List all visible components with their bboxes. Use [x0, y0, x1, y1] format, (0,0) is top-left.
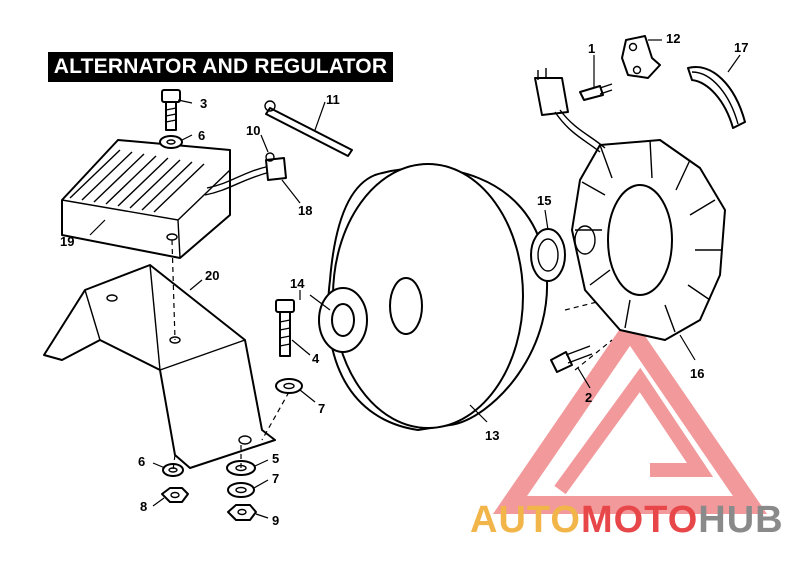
screw-2: [550, 345, 593, 373]
alignment-line-regulator: [171, 239, 176, 341]
callout-1: 1: [588, 41, 595, 56]
watermark-hub: HUB: [698, 499, 784, 541]
washer-15: [530, 228, 566, 282]
callout-17: 17: [734, 40, 748, 55]
watermark-logo: [492, 314, 768, 514]
callout-14: 14: [290, 276, 305, 291]
regulator-wire-18: [204, 152, 287, 196]
lock-washer-7-lower: [227, 482, 255, 498]
cable-tie-11: [264, 100, 353, 157]
alignment-line-stator: [564, 299, 613, 371]
callout-6-top: 6: [198, 128, 205, 143]
leader-lines: [89, 39, 741, 519]
callout-20: 20: [205, 268, 219, 283]
watermark-auto: AUTO: [470, 499, 581, 541]
callout-13: 13: [485, 428, 499, 443]
callout-6-lower: 6: [138, 454, 145, 469]
rotor-13: [327, 163, 548, 431]
callout-2: 2: [585, 390, 592, 405]
callout-5: 5: [272, 451, 279, 466]
stator-16: [571, 139, 726, 341]
diagram-title: ALTERNATOR AND REGULATOR: [48, 52, 393, 82]
regulator-19: [61, 139, 231, 259]
cover-17: [687, 66, 746, 129]
callout-4: 4: [312, 351, 320, 366]
spacer-14: [318, 287, 368, 353]
callout-18: 18: [298, 203, 312, 218]
washer-6-lower: [162, 463, 184, 477]
callout-7-lower: 7: [272, 471, 279, 486]
lock-washer-7-upper: [275, 378, 303, 394]
callout-7-upper: 7: [318, 401, 325, 416]
alignment-line-bolt: [261, 391, 290, 441]
clip-12: [621, 35, 661, 79]
callout-19: 19: [60, 234, 74, 249]
callout-3: 3: [200, 96, 207, 111]
callout-9: 9: [272, 513, 279, 528]
watermark-wordmark: AUTOMOTOHUB: [470, 498, 784, 542]
bolt-4: [275, 299, 295, 357]
alignment-line-lower-left: [172, 454, 176, 471]
callout-15: 15: [537, 193, 551, 208]
nut-8: [161, 487, 189, 503]
callout-10: 10: [246, 123, 260, 138]
stator-plug: [534, 68, 606, 153]
watermark-moto: MOTO: [580, 499, 699, 541]
callout-16: 16: [690, 366, 704, 381]
screw-1: [579, 83, 613, 101]
callout-12: 12: [666, 31, 680, 46]
nut-9: [227, 504, 257, 521]
bracket-20: [43, 264, 276, 469]
bolt-3: [161, 89, 181, 131]
callout-11: 11: [326, 92, 340, 107]
washer-6-top: [159, 135, 183, 149]
callout-8: 8: [140, 499, 147, 514]
